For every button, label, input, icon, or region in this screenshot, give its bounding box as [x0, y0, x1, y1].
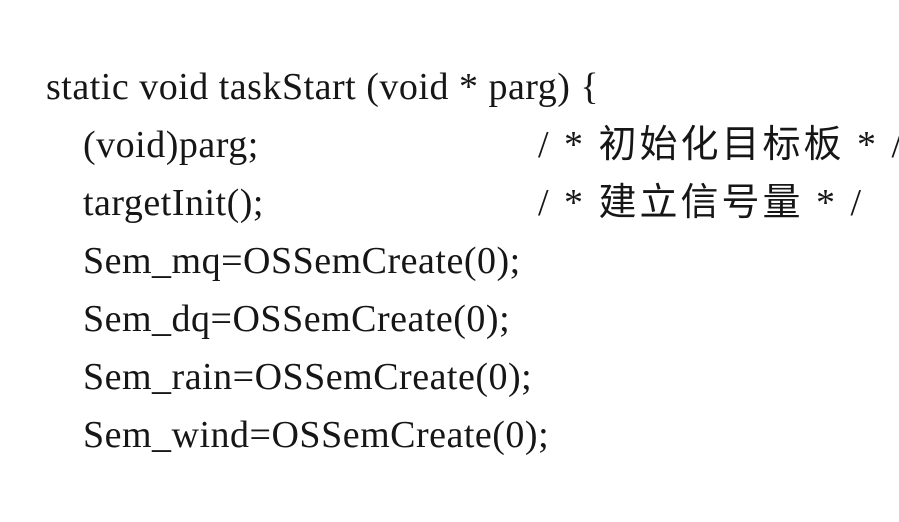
- code-line: Sem_mq=OSSemCreate(0); / * 建立信号量 * /: [0, 174, 899, 282]
- code-line: Sem_dq=OSSemCreate(0);: [0, 232, 899, 340]
- code-text-sem-rain: Sem_rain=OSSemCreate(0);: [83, 356, 533, 398]
- code-text-function-signature: static void taskStart (void * parg) {: [46, 66, 600, 108]
- code-line: Sem_wind=OSSemCreate(0);: [0, 348, 899, 456]
- code-line: targetInit(); / * 初始化目标板 * /: [0, 116, 899, 224]
- code-comment-create-semaphore: / * 建立信号量 * /: [538, 182, 865, 224]
- code-line: (void)parg;: [0, 58, 899, 166]
- code-line: static void taskStart (void * parg) {: [0, 0, 899, 108]
- code-text-sem-dq: Sem_dq=OSSemCreate(0);: [83, 298, 511, 340]
- code-text-sem-wind: Sem_wind=OSSemCreate(0);: [83, 414, 550, 456]
- code-snippet-page: static void taskStart (void * parg) { (v…: [0, 0, 899, 456]
- code-comment-init-target-board: / * 初始化目标板 * /: [538, 124, 899, 166]
- code-text-sem-mq: Sem_mq=OSSemCreate(0);: [83, 240, 521, 282]
- code-line: Sem_rain=OSSemCreate(0);: [0, 290, 899, 398]
- code-text-target-init: targetInit();: [83, 182, 264, 224]
- code-text-void-parg: (void)parg;: [83, 124, 259, 166]
